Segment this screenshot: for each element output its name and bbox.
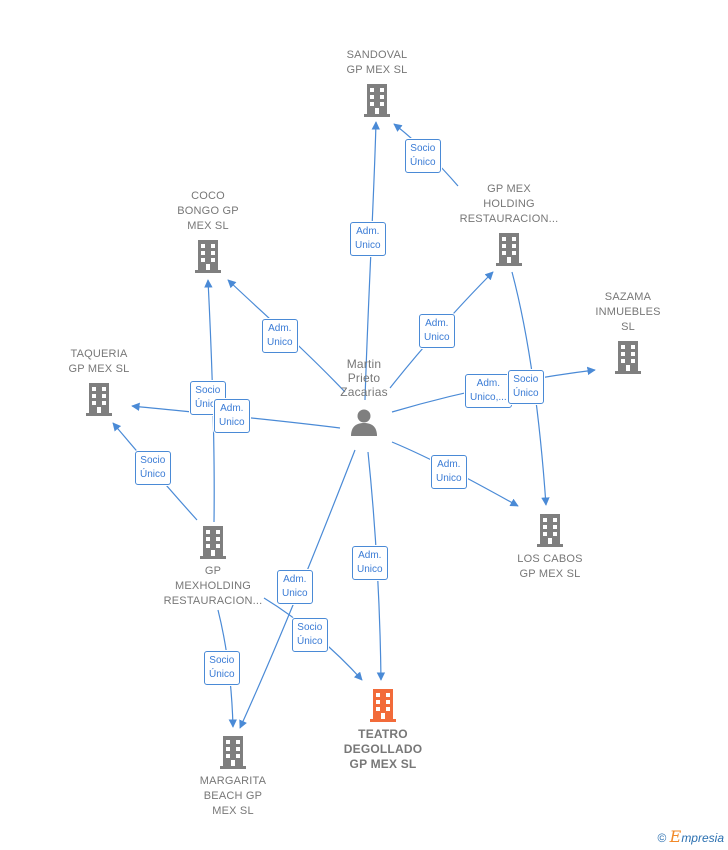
edge-label-adm-unico: Adm. Unico (350, 222, 386, 256)
person-name: Martin Prieto Zacarias (340, 357, 388, 399)
company-node-los-cabos[interactable]: LOS CABOS GP MEX SL (500, 512, 600, 582)
edge-label-adm-unico: Adm. Unico (431, 455, 467, 489)
building-icon (496, 233, 522, 266)
building-icon (364, 84, 390, 117)
edge-label-socio-unico: Socio Único (405, 139, 441, 173)
company-node-margarita[interactable]: MARGARITA BEACH GP MEX SL (183, 734, 283, 819)
edge-label-socio-unico: Socio Único (190, 381, 226, 415)
building-icon (195, 240, 221, 273)
edge-label-adm-unico: Adm. Unico (262, 319, 298, 353)
company-label-sandoval: SANDOVAL GP MEX SL (346, 49, 408, 76)
brand-name: mpresia (681, 831, 724, 845)
edge-label-socio-unico: Socio Único (135, 451, 171, 485)
company-node-taqueria[interactable]: TAQUERIA GP MEX SL (49, 347, 149, 417)
edge-label-socio-unico: Socio Único (508, 370, 544, 404)
company-node-sazama[interactable]: SAZAMA INMUEBLES SL (578, 290, 678, 375)
company-label-gp-mexholding: GP MEXHOLDING RESTAURACION... (163, 565, 263, 607)
building-icon (615, 341, 641, 374)
building-icon (537, 514, 563, 547)
edge-label-adm-unico: Adm. Unico (214, 399, 250, 433)
copyright-symbol: © (657, 831, 667, 845)
company-node-teatro[interactable]: TEATRO DEGOLLADO GP MEX SL (327, 687, 439, 772)
company-label-coco-bongo: COCO BONGO GP MEX SL (177, 190, 239, 232)
company-node-gp-mex-holding[interactable]: GP MEX HOLDING RESTAURACION... (444, 182, 574, 267)
edge-label-adm-unico: Adm. Unico (352, 546, 388, 580)
edge-label-adm-unico: Adm. Unico (277, 570, 313, 604)
edge-label-socio-unico: Socio Único (292, 618, 328, 652)
edge-label-adm-unico: Adm. Unico (419, 314, 455, 348)
company-node-gp-mexholding[interactable]: GP MEXHOLDING RESTAURACION... (148, 524, 278, 609)
company-label-sazama: SAZAMA INMUEBLES SL (595, 291, 661, 333)
company-label-gp-mex-holding: GP MEX HOLDING RESTAURACION... (459, 183, 559, 225)
company-label-taqueria: TAQUERIA GP MEX SL (68, 348, 130, 375)
brand-logo-initial: E (669, 827, 682, 846)
person-icon (351, 409, 377, 436)
building-icon (220, 736, 246, 769)
company-label-margarita: MARGARITA BEACH GP MEX SL (199, 775, 267, 817)
building-icon (86, 383, 112, 416)
company-node-sandoval[interactable]: SANDOVAL GP MEX SL (327, 48, 427, 118)
edge-label-adm-unico-trunc: Adm. Unico,... (465, 374, 512, 408)
edge-label-socio-unico: Socio Único (204, 651, 240, 685)
building-icon-focus (370, 689, 396, 722)
company-label-los-cabos: LOS CABOS GP MEX SL (517, 553, 583, 580)
building-icon (200, 526, 226, 559)
company-node-coco-bongo[interactable]: COCO BONGO GP MEX SL (158, 189, 258, 274)
company-label-teatro: TEATRO DEGOLLADO GP MEX SL (343, 727, 423, 771)
person-node[interactable]: Martin Prieto Zacarias (328, 357, 400, 437)
footer-brand[interactable]: © Empresia (657, 827, 724, 846)
